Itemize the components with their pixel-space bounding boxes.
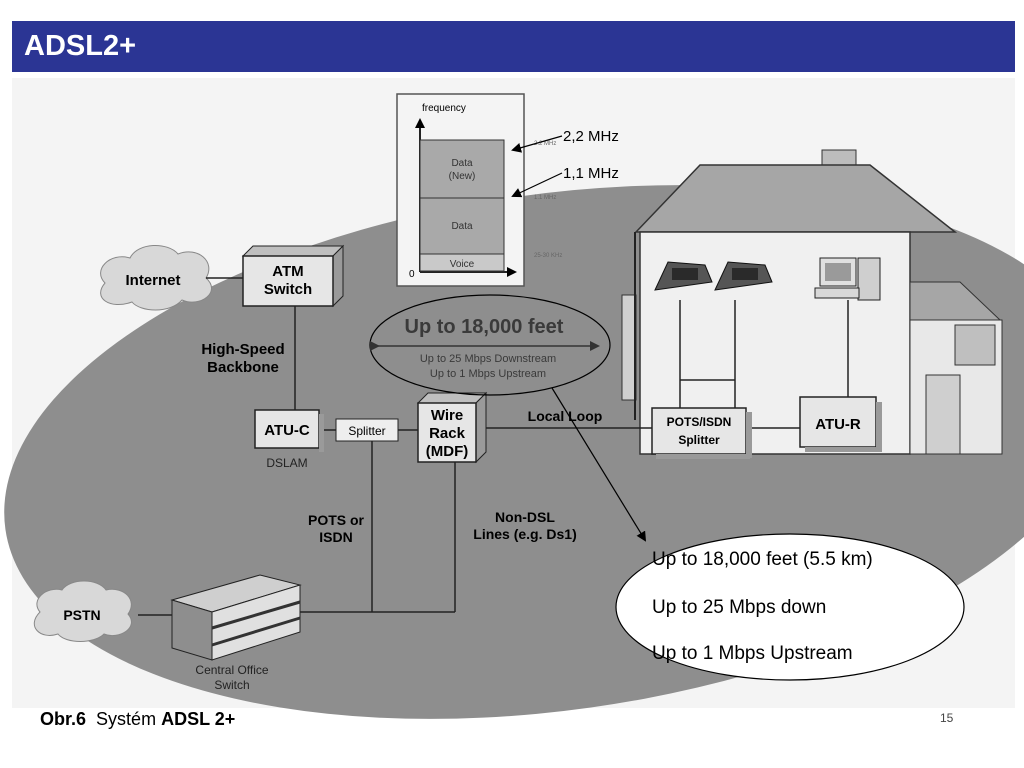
caption-middle: Systém (96, 709, 157, 729)
atm-switch-label-1: ATM (272, 263, 303, 280)
spectrum-zero: 0 (409, 269, 415, 280)
telephone-icon (714, 261, 773, 291)
caption-prefix: Obr.6 (40, 709, 87, 729)
slide-title: ADSL2+ (24, 30, 137, 62)
non-dsl-label-2: Lines (e.g. Ds1) (473, 526, 576, 542)
wire-rack-box: Wire Rack (MDF) (416, 391, 488, 464)
callout-2-2-mhz: 2,2 MHz (563, 128, 619, 145)
frequency-spectrum-panel: frequency Data (New) Data Voice 0 2.2 MH… (396, 93, 562, 287)
splitter-box: Splitter (335, 418, 399, 442)
house-roof (634, 164, 958, 233)
band-voice: Voice (450, 259, 475, 270)
pots-isdn-label-1: POTS or (308, 512, 365, 528)
pstn-cloud: PSTN (33, 580, 132, 642)
range-oval: Up to 18,000 feet Up to 25 Mbps Downstre… (369, 294, 611, 396)
backbone-label-2: Backbone (207, 359, 279, 376)
annex-door (925, 374, 961, 455)
central-office-label-1: Central Office (195, 663, 268, 677)
local-loop-label: Local Loop (528, 408, 603, 424)
callout-line-2: Up to 25 Mbps down (652, 597, 826, 618)
freq-small-1-1: 1.1 MHz (534, 195, 556, 201)
callout-arrow-1-1 (511, 172, 563, 198)
freq-small-25k: 25-30 KHz (534, 253, 562, 259)
atm-switch-box: ATM Switch (241, 244, 345, 308)
wire-rack-label-3: (MDF) (426, 443, 468, 460)
callout-pointer-arrow (551, 387, 647, 542)
callout-line-1: Up to 18,000 feet (5.5 km) (652, 549, 873, 570)
pots-isdn-splitter-label-1: POTS/ISDN (667, 415, 732, 429)
co-links (138, 441, 456, 616)
pots-isdn-splitter-box: POTS/ISDN Splitter (651, 407, 752, 459)
house (621, 149, 1003, 455)
callout-line-3: Up to 1 Mbps Upstream (652, 643, 853, 664)
pots-isdn-label-2: ISDN (319, 529, 352, 545)
splitter-label: Splitter (348, 424, 385, 438)
house-entry-pipe (621, 294, 637, 401)
slide-title-bar: ADSL2+ (12, 21, 1015, 72)
range-downstream: Up to 25 Mbps Downstream (420, 353, 556, 365)
freq-small-2-2: 2.2 MHz (534, 141, 556, 147)
band-data: Data (451, 221, 473, 232)
atu-c-box: ATU-C (254, 409, 324, 452)
internet-label: Internet (125, 272, 180, 289)
atu-r-box: ATU-R (799, 396, 882, 452)
house-wiring (679, 300, 849, 429)
speed-callout: Up to 18,000 feet (5.5 km) Up to 25 Mbps… (615, 533, 965, 681)
atu-c-label: ATU-C (264, 422, 310, 439)
callout-1-1-mhz: 1,1 MHz (563, 165, 619, 182)
range-upstream: Up to 1 Mbps Upstream (430, 368, 546, 380)
annex-window (954, 324, 996, 366)
central-office-building (170, 574, 302, 661)
dslam-label: DSLAM (266, 456, 307, 470)
backbone-label-1: High-Speed (201, 341, 284, 358)
wire-rack-label-1: Wire (431, 407, 463, 424)
computer-icon (814, 257, 881, 301)
non-dsl-label-1: Non-DSL (495, 509, 555, 525)
atu-r-label: ATU-R (815, 416, 861, 433)
range-main: Up to 18,000 feet (405, 316, 564, 338)
band-data-new-1: Data (451, 158, 473, 169)
pots-isdn-splitter-label-2: Splitter (678, 433, 720, 447)
central-office-label-2: Switch (214, 678, 249, 692)
page-number-fragment: 15 (940, 711, 954, 725)
pstn-label: PSTN (63, 607, 100, 623)
figure-caption: Obr.6 Systém ADSL 2+ (40, 709, 235, 730)
wire-rack-label-2: Rack (429, 425, 466, 442)
frequency-axis-label: frequency (422, 103, 466, 114)
caption-bold: ADSL 2+ (161, 709, 236, 729)
band-data-new-2: (New) (449, 171, 476, 182)
callout-arrow-2-2 (511, 135, 563, 153)
atm-switch-label-2: Switch (264, 281, 312, 298)
telephone-icon (654, 261, 713, 291)
